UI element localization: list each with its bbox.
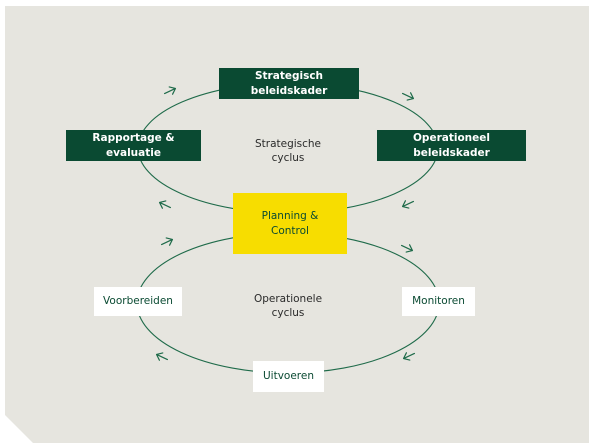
arrow-icon-strategic-bottom-left bbox=[158, 200, 172, 209]
strategic-cycle-title-line2: cyclus bbox=[271, 152, 305, 164]
strategisch-beleidskader-label: Strategisch beleidskader bbox=[250, 69, 328, 97]
voorbereiden-box: Voorbereiden bbox=[94, 287, 182, 316]
rapportage-evaluatie-box: Rapportage & evaluatie bbox=[66, 130, 201, 161]
uitvoeren-box: Uitvoeren bbox=[253, 361, 324, 392]
operationeel-beleidskader-label: Operationeel beleidskader bbox=[413, 131, 490, 159]
operational-cycle-title-line2: cyclus bbox=[271, 307, 305, 319]
arrow-icon-strategic-top-right bbox=[401, 92, 415, 101]
arrow-icon-strategic-top-left bbox=[163, 86, 177, 95]
operationeel-beleidskader-box: Operationeel beleidskader bbox=[377, 130, 526, 161]
arrow-icon-operational-bottom-right bbox=[402, 352, 416, 361]
arrow-icon-operational-top-right bbox=[400, 244, 414, 253]
operational-cycle-title: Operationele cyclus bbox=[238, 292, 338, 320]
arrow-icon-strategic-bottom-right bbox=[401, 200, 415, 209]
monitoren-box: Monitoren bbox=[402, 287, 475, 316]
arrow-icon-operational-bottom-left bbox=[155, 352, 169, 361]
arrow-icon-operational-top-left bbox=[160, 237, 174, 246]
rapportage-evaluatie-label: Rapportage & evaluatie bbox=[92, 131, 175, 159]
operational-cycle-title-line1: Operationele bbox=[253, 293, 323, 305]
uitvoeren-label: Uitvoeren bbox=[262, 370, 315, 382]
voorbereiden-label: Voorbereiden bbox=[103, 295, 173, 307]
monitoren-label: Monitoren bbox=[412, 295, 465, 307]
strategic-cycle-title-line1: Strategische bbox=[254, 138, 322, 150]
planning-control-box: Planning & Control bbox=[233, 193, 347, 254]
strategic-cycle-title: Strategische cyclus bbox=[238, 137, 338, 165]
planning-control-line2: Control bbox=[271, 224, 309, 237]
strategisch-beleidskader-box: Strategisch beleidskader bbox=[219, 68, 359, 99]
planning-control-line1: Planning & bbox=[261, 209, 319, 222]
